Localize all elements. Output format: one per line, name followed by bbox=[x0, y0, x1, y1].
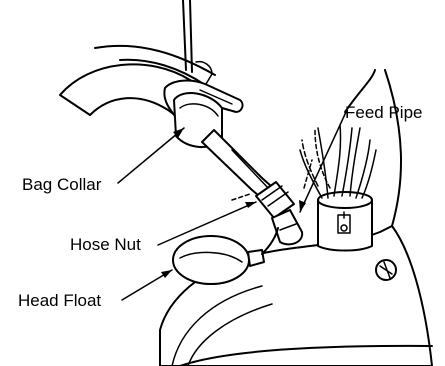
feed-pipe-port bbox=[318, 192, 372, 251]
bag-collar-label: Bag Collar bbox=[22, 175, 102, 194]
bag-collar-arrow bbox=[118, 128, 184, 183]
head-float-arrowhead bbox=[161, 270, 172, 278]
head-float-label: Head Float bbox=[18, 291, 101, 310]
housing-knob bbox=[376, 260, 396, 280]
feed-pipe-connector bbox=[272, 210, 302, 244]
hose-nut-label: Hose Nut bbox=[70, 235, 141, 254]
feed-pipe-label: Feed Pipe bbox=[345, 103, 423, 122]
hose-nut-arrowhead bbox=[245, 202, 256, 208]
